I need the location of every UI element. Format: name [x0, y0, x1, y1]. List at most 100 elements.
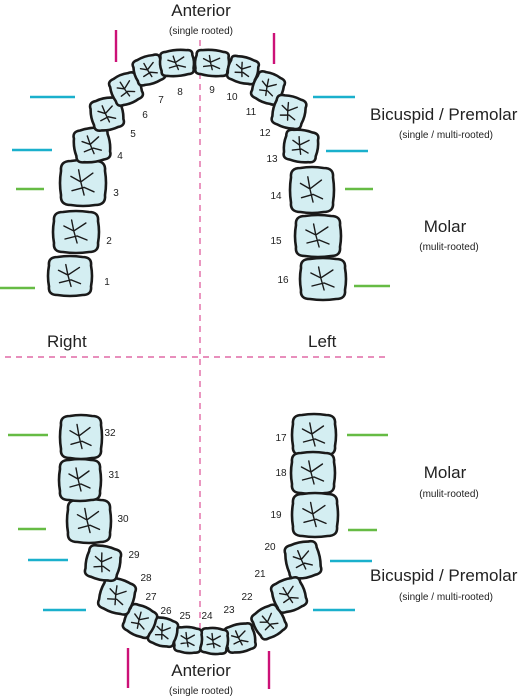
tooth-crown-16 — [298, 256, 348, 302]
tooth-fissure-14 — [299, 176, 324, 203]
tooth-number-16: 16 — [277, 275, 289, 286]
tooth-fissure-31 — [68, 467, 91, 492]
tooth-19 — [290, 491, 340, 539]
tooth-number-30: 30 — [117, 514, 129, 525]
tooth-11 — [249, 70, 287, 106]
tooth-fissure-24 — [206, 632, 221, 649]
tooth-13 — [282, 128, 320, 164]
bicuspid-lower-sublabel: (single / multi-rooted) — [399, 592, 493, 603]
tooth-crown-2 — [51, 209, 101, 255]
teeth-group — [46, 48, 348, 656]
tooth-crown-22 — [250, 603, 288, 641]
tooth-9 — [193, 48, 231, 78]
tooth-fissure-26 — [154, 623, 171, 640]
tooth-17 — [290, 412, 338, 458]
tooth-fissure-6 — [116, 80, 136, 97]
tooth-crown-14 — [288, 165, 336, 215]
tooth-crown-29 — [83, 543, 123, 583]
tooth-number-22: 22 — [241, 592, 253, 603]
tooth-fissure-2 — [63, 219, 88, 244]
anterior-top-label: Anterior — [171, 1, 231, 20]
tooth-crown-9 — [193, 48, 231, 78]
tooth-fissure-28 — [106, 585, 127, 606]
tooth-crown-30 — [65, 497, 113, 545]
tooth-number-5: 5 — [130, 129, 136, 140]
tooth-3 — [58, 158, 108, 208]
tooth-number-12: 12 — [259, 128, 271, 139]
tooth-number-14: 14 — [270, 191, 282, 202]
tooth-number-28: 28 — [140, 573, 152, 584]
tooth-crown-15 — [293, 213, 343, 259]
tooth-number-29: 29 — [128, 550, 140, 561]
molar-upper-sublabel: (mulit-rooted) — [419, 242, 479, 253]
tooth-crown-24 — [198, 626, 230, 656]
tooth-number-27: 27 — [145, 592, 157, 603]
right-label: Right — [47, 332, 87, 351]
tooth-crown-7 — [131, 53, 167, 87]
tooth-fissure-7 — [139, 61, 158, 78]
tooth-number-26: 26 — [160, 606, 172, 617]
left-label: Left — [308, 332, 337, 351]
tooth-crown-19 — [290, 491, 340, 539]
tooth-number-6: 6 — [142, 110, 148, 121]
tooth-crown-3 — [58, 158, 108, 208]
tooth-fissure-9 — [202, 54, 221, 71]
tooth-crown-10 — [225, 54, 261, 86]
tooth-number-20: 20 — [264, 542, 276, 553]
tooth-fissure-16 — [310, 266, 335, 291]
tooth-7 — [131, 53, 167, 87]
tooth-21 — [269, 576, 309, 614]
tooth-number-8: 8 — [177, 87, 183, 98]
anterior-top-sublabel: (single rooted) — [169, 26, 233, 37]
tooth-6 — [107, 71, 145, 107]
tooth-number-19: 19 — [270, 510, 282, 521]
tooth-fissure-17 — [301, 422, 326, 447]
tooth-fissure-4 — [81, 135, 103, 155]
tooth-fissure-3 — [70, 169, 95, 196]
tooth-fissure-25 — [180, 631, 195, 648]
tooth-16 — [298, 256, 348, 302]
tooth-14 — [288, 165, 336, 215]
anterior-bottom-label: Anterior — [171, 661, 231, 680]
tooth-4 — [72, 126, 112, 164]
tooth-crown-11 — [249, 70, 287, 106]
molar-upper-label: Molar — [423, 217, 467, 236]
tooth-24 — [198, 626, 230, 656]
tooth-29 — [83, 543, 123, 583]
tooth-number-7: 7 — [158, 95, 164, 106]
tooth-8 — [158, 48, 196, 78]
tooth-22 — [250, 603, 288, 641]
tooth-crown-31 — [57, 457, 103, 503]
tooth-fissure-5 — [97, 105, 117, 123]
tooth-1 — [46, 254, 94, 298]
tooth-fissure-27 — [130, 611, 150, 630]
tooth-number-21: 21 — [254, 569, 266, 580]
tooth-fissure-23 — [230, 630, 249, 646]
tooth-number-1: 1 — [104, 277, 110, 288]
tooth-crown-21 — [269, 576, 309, 614]
tooth-number-13: 13 — [266, 154, 278, 165]
tooth-crown-28 — [96, 576, 138, 616]
tooth-crown-13 — [282, 128, 320, 164]
tooth-number-4: 4 — [117, 151, 123, 162]
tooth-crown-8 — [158, 48, 196, 78]
tooth-fissure-15 — [305, 223, 330, 248]
tooth-fissure-32 — [69, 423, 92, 450]
molar-lower-label: Molar — [423, 463, 467, 482]
tooth-number-25: 25 — [179, 611, 191, 622]
tooth-fissure-12 — [279, 101, 298, 121]
tooth-fissure-20 — [292, 549, 313, 570]
tooth-20 — [283, 539, 323, 581]
tooth-number-17: 17 — [275, 433, 287, 444]
tooth-number-18: 18 — [275, 468, 287, 479]
tooth-number-3: 3 — [113, 188, 119, 199]
tooth-number-24: 24 — [201, 611, 213, 622]
tooth-crown-6 — [107, 71, 145, 107]
tooth-31 — [57, 457, 103, 503]
tooth-crown-1 — [46, 254, 94, 298]
tooth-fissure-19 — [302, 501, 327, 528]
tooth-number-23: 23 — [223, 605, 235, 616]
tooth-12 — [270, 93, 308, 131]
